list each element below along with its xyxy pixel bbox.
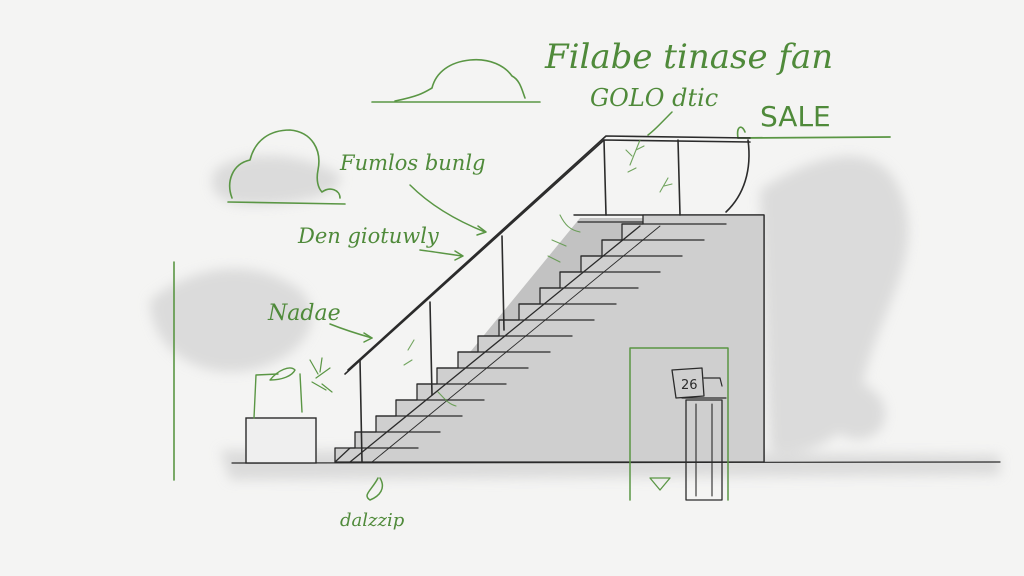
sale-hook (736, 126, 746, 139)
stair-sprigs (403, 139, 673, 407)
cloud-top (371, 58, 541, 103)
label-middle: Den giotuwly (297, 224, 440, 248)
cloud-left (227, 129, 346, 205)
crate (245, 357, 333, 464)
label-bottom: dalzzip (340, 510, 405, 531)
handrail (344, 135, 751, 463)
label-top: Fumlos bunlg (339, 151, 485, 175)
staircase (334, 214, 765, 463)
sign-text: 26 (681, 378, 698, 393)
title-line2: GOLO dtic (590, 84, 718, 112)
sale-label: SALE (760, 100, 831, 133)
display-stand (629, 347, 729, 501)
label-lower: Nadae (267, 301, 341, 326)
annotation-arrows (329, 111, 673, 501)
title-line1: Filabe tinase fan (544, 37, 833, 77)
sale-underline (737, 136, 891, 139)
